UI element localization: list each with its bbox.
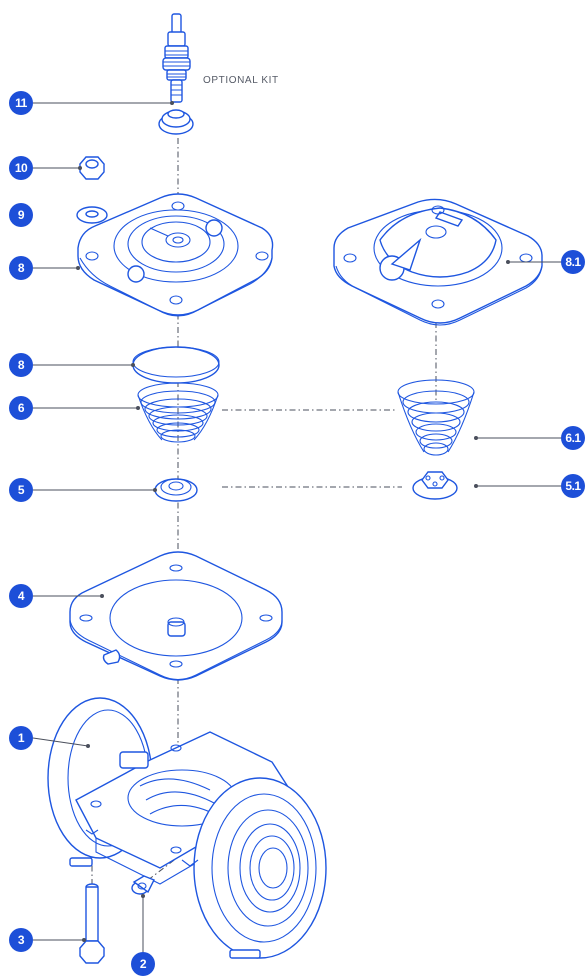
- callout-badge-4: 4: [9, 584, 33, 608]
- callout-badge-5: 5: [9, 478, 33, 502]
- part-5-seat: [154, 478, 198, 502]
- callout-badge-8-top: 8: [9, 256, 33, 280]
- part-8-seal-disc: [132, 346, 220, 384]
- part-1-valve-body: [47, 697, 327, 959]
- callout-badge-5-1: 5.1: [561, 474, 585, 498]
- callout-badge-1: 1: [9, 726, 33, 750]
- part-2-screw: [131, 875, 155, 895]
- callout-badge-9: 9: [9, 203, 33, 227]
- part-3-bolt: [79, 883, 105, 964]
- part-4-diaphragm: [69, 551, 283, 681]
- optional-kit-label: OPTIONAL KIT: [203, 75, 279, 86]
- callout-badge-8-1: 8.1: [561, 250, 585, 274]
- part-8-top-cover: [77, 193, 274, 317]
- callout-badge-8-disc: 8: [9, 353, 33, 377]
- part-6-spring: [137, 382, 219, 443]
- part-6-1-spring: [397, 379, 475, 456]
- leader-lines: [32, 101, 563, 955]
- part-10-nut: [79, 156, 105, 180]
- callout-badge-6-1: 6.1: [561, 426, 585, 450]
- callout-badge-10: 10: [9, 156, 33, 180]
- part-9-washer: [76, 206, 108, 224]
- callout-badge-6: 6: [9, 396, 33, 420]
- part-8-1-cover: [333, 198, 543, 326]
- callout-badge-3: 3: [9, 928, 33, 952]
- part-11-spindle: [158, 13, 194, 135]
- callout-badge-2: 2: [131, 952, 155, 976]
- callout-badge-11: 11: [9, 91, 33, 115]
- part-5-1-seat: [412, 471, 458, 500]
